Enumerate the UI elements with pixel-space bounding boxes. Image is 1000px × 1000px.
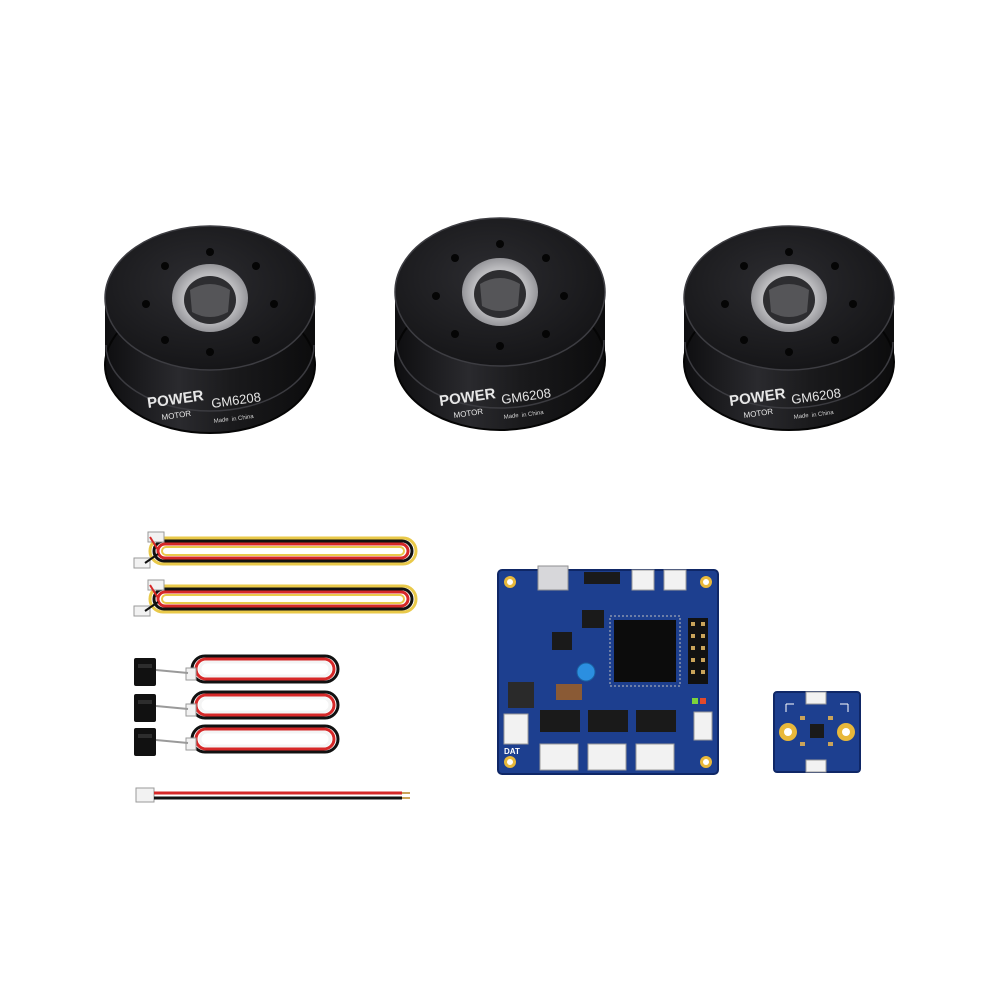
motor-row-graphic: POWER MOTOR GM6208 Made in China POWER M… bbox=[104, 217, 895, 434]
controller-board-graphic: DAT bbox=[497, 565, 719, 775]
looped-cable-1 bbox=[133, 531, 418, 569]
motor-2-brand-sub: MOTOR bbox=[453, 407, 484, 420]
motor-1-origin-china: in China bbox=[231, 414, 254, 423]
motor-2 bbox=[394, 217, 606, 431]
servo-cable-3 bbox=[134, 724, 340, 756]
motor-1 bbox=[104, 225, 316, 434]
controller-board: DAT bbox=[496, 562, 722, 778]
motor-3-origin-made: Made bbox=[793, 413, 809, 421]
motor-2-origin-made: Made bbox=[503, 413, 519, 421]
motor-1-model: GM6208 bbox=[210, 389, 261, 411]
power-cable bbox=[135, 787, 410, 803]
servo-cable-2 bbox=[134, 690, 340, 722]
looped-cable-2 bbox=[133, 579, 418, 617]
motor-3-brand-sub: MOTOR bbox=[743, 407, 774, 420]
motor-1-brand-sub: MOTOR bbox=[161, 409, 192, 422]
motor-3-origin-china: in China bbox=[811, 410, 834, 419]
motor-1-origin-made: Made bbox=[213, 417, 229, 425]
servo-cable-1 bbox=[134, 654, 340, 686]
imu-sensor-board bbox=[772, 690, 862, 774]
motor-2-model: GM6208 bbox=[500, 385, 551, 407]
motor-row: POWER MOTOR GM6208 Made in China POWER M… bbox=[0, 0, 1000, 480]
cable-set-graphic bbox=[133, 531, 418, 803]
imu-sensor-board-graphic bbox=[773, 691, 861, 773]
motor-2-origin-china: in China bbox=[521, 410, 544, 419]
cable-set bbox=[100, 510, 430, 820]
motor-3 bbox=[683, 225, 895, 431]
motor-3-model: GM6208 bbox=[790, 385, 841, 407]
board-dat-label: DAT bbox=[504, 747, 520, 756]
